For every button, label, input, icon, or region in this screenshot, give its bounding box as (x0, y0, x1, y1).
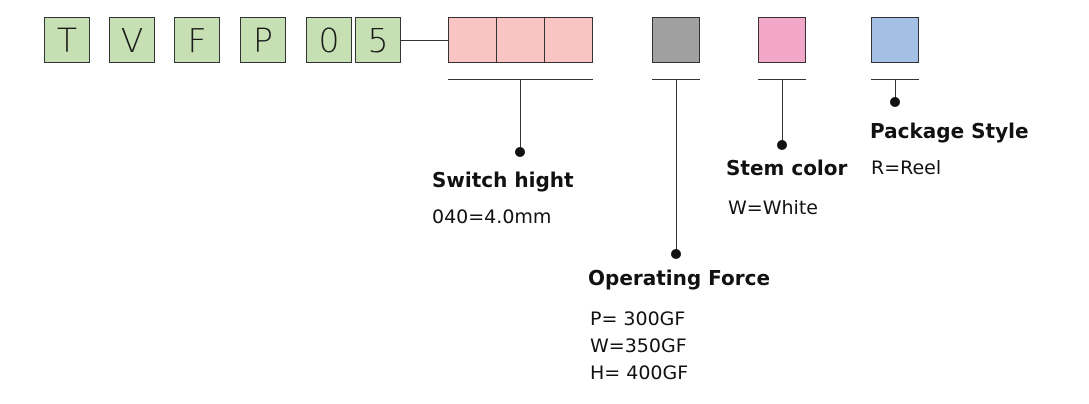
package-style-value: R=Reel (871, 157, 942, 179)
stem-color-value: W=White (728, 197, 818, 219)
package-style-box (871, 17, 919, 63)
code-box-v: V (109, 17, 155, 63)
code-box-p: P (240, 17, 286, 63)
operating-force-value-w: W=350GF (590, 335, 687, 357)
operating-force-box (652, 17, 700, 63)
package-style-leader (895, 79, 896, 102)
operating-force-value-h: H= 400GF (590, 362, 689, 384)
switch-hight-dot (515, 147, 525, 157)
stem-color-leader (782, 79, 783, 145)
connector-line (401, 40, 448, 41)
operating-force-dot (671, 249, 681, 259)
stem-color-title: Stem color (726, 156, 848, 180)
operating-force-leader (676, 79, 677, 254)
switch-hight-box-1 (448, 17, 497, 63)
package-style-dot (890, 97, 900, 107)
code-box-0: 0 (306, 17, 352, 63)
code-box-5: 5 (355, 17, 401, 63)
code-box-f: F (174, 17, 220, 63)
switch-hight-title: Switch hight (432, 168, 574, 192)
switch-hight-leader (520, 79, 521, 152)
operating-force-title: Operating Force (588, 266, 771, 290)
switch-hight-value: 040=4.0mm (432, 206, 552, 228)
stem-color-box (758, 17, 806, 63)
switch-hight-box-2 (496, 17, 545, 63)
switch-hight-box-3 (544, 17, 593, 63)
operating-force-value-p: P= 300GF (590, 308, 686, 330)
code-box-t: T (44, 17, 90, 63)
package-style-title: Package Style (870, 119, 1029, 143)
operating-force-values: P= 300GF W=350GF H= 400GF (590, 306, 688, 387)
stem-color-dot (777, 140, 787, 150)
